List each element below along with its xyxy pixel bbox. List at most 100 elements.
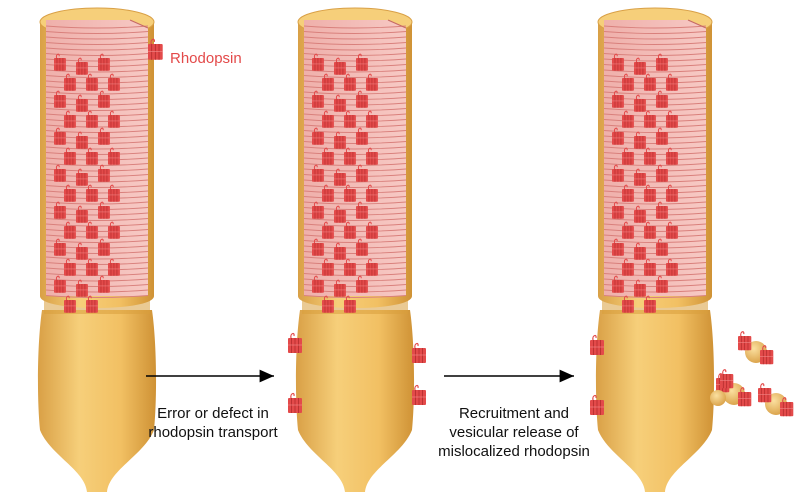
disc-line — [45, 218, 149, 221]
inner-segment — [595, 310, 715, 492]
rhodopsin-icon — [622, 295, 634, 313]
mislocalized-rhodopsin-icon — [412, 342, 426, 363]
rhodopsin-icon — [634, 131, 646, 149]
caption-arrow-2-line-2: vesicular release of — [449, 424, 579, 441]
rhodopsin-icon — [64, 73, 76, 91]
rhodopsin-icon — [720, 369, 734, 389]
rhodopsin-icon — [54, 90, 66, 108]
rhodopsin-icon — [622, 258, 634, 276]
rhodopsin-icon — [634, 94, 646, 112]
rhodopsin-icon — [54, 164, 66, 182]
photoreceptor-cell-3 — [595, 7, 715, 492]
rhodopsin-icon — [312, 238, 324, 256]
rhodopsin-icon — [76, 242, 88, 260]
caption-arrow-1-line-2: rhodopsin transport — [148, 424, 278, 441]
disc-line — [303, 75, 407, 78]
rhodopsin-icon — [612, 53, 624, 71]
rhodopsin-icon — [366, 221, 378, 239]
mislocalized-rhodopsin-icon — [288, 332, 302, 353]
disc-line — [603, 223, 707, 227]
disc-line — [45, 185, 149, 188]
rhodopsin-icon — [622, 184, 634, 202]
rhodopsin-icon — [108, 147, 120, 165]
disc-line — [603, 42, 707, 45]
rhodopsin-icon — [622, 73, 634, 91]
rhodopsin-icon — [76, 57, 88, 75]
rhodopsin-icon — [644, 258, 656, 276]
disc-line — [45, 47, 149, 51]
rhodopsin-icon — [322, 258, 334, 276]
rhodopsin-icon — [634, 242, 646, 260]
rhodopsin-icon — [64, 295, 76, 313]
rhodopsin-icon — [656, 164, 668, 182]
disc-line — [45, 108, 149, 111]
rhodopsin-icon — [54, 275, 66, 293]
rhodopsin-icon — [738, 331, 752, 351]
rhodopsin-icon — [344, 184, 356, 202]
legend-rhodopsin-icon — [148, 38, 163, 60]
disc-line — [45, 75, 149, 78]
disc-line — [603, 53, 707, 56]
disc-line — [45, 163, 149, 166]
rhodopsin-icon — [644, 221, 656, 239]
rhodopsin-icon — [334, 94, 346, 112]
rhodopsin-icon — [312, 164, 324, 182]
rhodopsin-icon — [108, 258, 120, 276]
rhodopsin-icon — [634, 57, 646, 75]
rhodopsin-icon — [666, 184, 678, 202]
mislocalized-rhodopsin-icon — [590, 334, 604, 355]
mislocalized-rhodopsin-icon — [288, 392, 302, 413]
released-vesicle — [738, 331, 774, 365]
rhodopsin-icon — [98, 164, 110, 182]
rhodopsin-icon — [312, 201, 324, 219]
rhodopsin-icon — [86, 147, 98, 165]
inner-segment — [37, 310, 157, 492]
caption-arrow-2: Recruitment and vesicular release of mis… — [425, 404, 603, 461]
disc-line — [603, 146, 707, 150]
rhodopsin-icon — [356, 238, 368, 256]
rhodopsin-icon — [312, 53, 324, 71]
rhodopsin-icon — [644, 73, 656, 91]
rhodopsin-icon — [366, 147, 378, 165]
disc-line — [603, 185, 707, 188]
rhodopsin-icon — [334, 279, 346, 297]
rhodopsin-icon — [356, 127, 368, 145]
rhodopsin-icon — [98, 127, 110, 145]
rhodopsin-icon — [612, 275, 624, 293]
rhodopsin-icon — [76, 94, 88, 112]
caption-arrow-2-line-3: mislocalized rhodopsin — [438, 443, 590, 460]
rhodopsin-icon — [666, 147, 678, 165]
rhodopsin-icon — [366, 73, 378, 91]
disc-line — [45, 146, 149, 150]
rhodopsin-icon — [322, 295, 334, 313]
rhodopsin-icon — [76, 168, 88, 186]
mislocalized-rhodopsin-icon — [412, 384, 426, 405]
rhodopsin-icon — [108, 110, 120, 128]
rhodopsin-icon — [366, 258, 378, 276]
rhodopsin-icon — [98, 53, 110, 71]
disc-line — [45, 42, 149, 45]
rhodopsin-icon — [356, 164, 368, 182]
rhodopsin-icon — [738, 387, 752, 407]
rhodopsin-icon — [644, 110, 656, 128]
rhodopsin-icon — [98, 238, 110, 256]
caption-arrow-1-line-1: Error or defect in — [157, 405, 269, 422]
rhodopsin-icon — [54, 201, 66, 219]
rhodopsin-icon — [64, 221, 76, 239]
disc-line — [603, 75, 707, 78]
disc-line — [45, 31, 149, 34]
rhodopsin-icon — [644, 184, 656, 202]
rhodopsin-icon — [356, 201, 368, 219]
disc-line — [603, 36, 707, 40]
rhodopsin-icon — [344, 147, 356, 165]
disc-line — [303, 42, 407, 45]
disc-line — [303, 47, 407, 51]
rhodopsin-icon — [644, 295, 656, 313]
disc-line — [303, 36, 407, 40]
rhodopsin-icon — [54, 238, 66, 256]
disc-line — [303, 256, 407, 260]
disc-line — [303, 146, 407, 150]
rhodopsin-icon — [334, 168, 346, 186]
disc-line — [603, 108, 707, 111]
